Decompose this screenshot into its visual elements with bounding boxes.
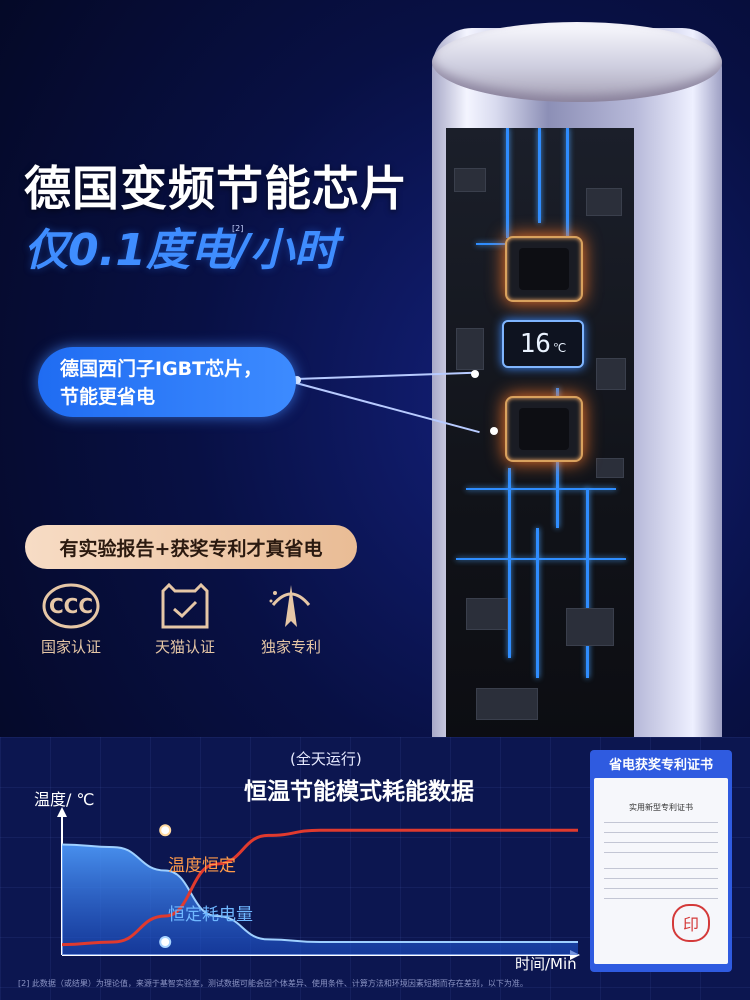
proof-banner: 有实验报告+获奖专利才真省电 [25, 525, 357, 569]
headline-subtitle: 仅0.1度电/小时 [24, 225, 339, 276]
energy-chart [57, 807, 580, 960]
headline-title: 德国变频节能芯片 [24, 162, 408, 217]
certificate-heading: 实用新型专利证书 [629, 803, 693, 812]
callout-line-1: 德国西门子IGBT芯片， [60, 358, 263, 380]
patent-certificate: 省电获奖专利证书 实用新型专利证书 印 [590, 750, 732, 972]
tmall-icon [140, 580, 230, 632]
footnote-marker: [2] [232, 224, 244, 233]
certificate-title: 省电获奖专利证书 [608, 758, 713, 773]
badge-label: 天猫认证 [154, 638, 215, 656]
callout-dot-lower [490, 427, 498, 435]
ccc-icon: CCC [26, 580, 116, 632]
patent-icon [246, 580, 336, 632]
chart-caption: (全天运行) [290, 750, 362, 768]
feature-callout: 德国西门子IGBT芯片， 节能更省电 [38, 347, 296, 417]
y-axis-arrow [57, 807, 67, 817]
temperature-marker [159, 824, 172, 837]
chip-upper [505, 236, 583, 302]
circuit-board-panel [446, 128, 634, 740]
temperature-series-line [61, 828, 578, 947]
chart-x-axis-label: 时间/Min [515, 955, 577, 973]
temperature-unit: ℃ [552, 341, 567, 355]
chart-y-axis-label: 温度/ ℃ [34, 790, 95, 809]
badge-exclusive-patent: 独家专利 [246, 580, 336, 657]
badge-tmall-cert: 天猫认证 [140, 580, 230, 657]
footnote-disclaimer: [2] 此数据（或结果）为理论值，来源于基智实验室，测试数据可能会因个体差异、使… [18, 979, 528, 988]
badge-national-cert: CCC 国家认证 [26, 580, 116, 657]
power-series-area [62, 844, 578, 955]
ac-unit-top-cap [432, 22, 722, 102]
badge-label: 独家专利 [260, 638, 321, 656]
temperature-value: 16 [519, 329, 551, 359]
chart-title: 恒温节能模式耗能数据 [244, 779, 474, 805]
callout-dot-upper [471, 370, 479, 378]
callout-line-2: 节能更省电 [60, 386, 156, 408]
power-marker [159, 936, 172, 948]
temperature-display: 16℃ [502, 320, 584, 368]
badge-label: 国家认证 [40, 638, 101, 656]
series-label-temperature: 温度恒定 [168, 856, 236, 876]
certificate-seal-icon: 印 [672, 904, 710, 942]
series-label-power: 恒定耗电量 [168, 905, 253, 925]
svg-text:CCC: CCC [49, 594, 93, 618]
certificate-document: 实用新型专利证书 印 [594, 778, 728, 964]
callout-dot-origin [293, 376, 301, 384]
chip-lower [505, 396, 583, 462]
power-series-line [61, 843, 578, 943]
